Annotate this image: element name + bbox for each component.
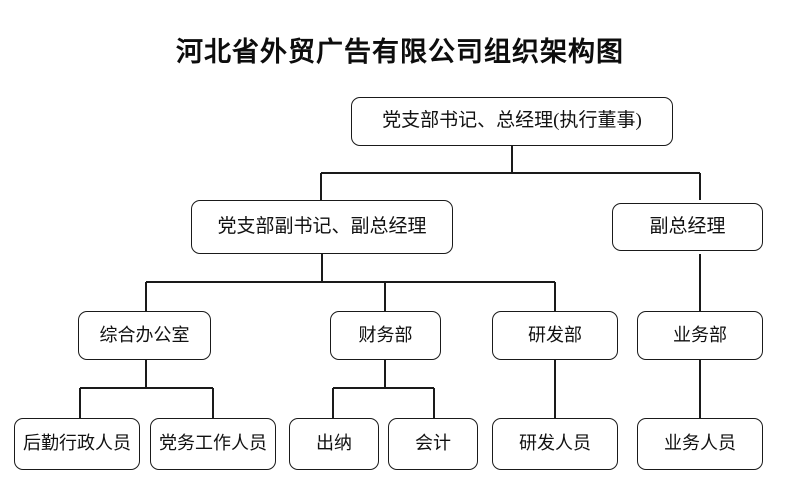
node-deputy-party-secretary[interactable]: 党支部副书记、副总经理 [191, 200, 453, 254]
node-business-staff[interactable]: 业务人员 [637, 418, 763, 470]
node-deputy-general-manager[interactable]: 副总经理 [612, 203, 763, 251]
node-party-affairs-staff[interactable]: 党务工作人员 [150, 418, 276, 470]
node-logistics-admin-staff[interactable]: 后勤行政人员 [14, 418, 140, 470]
node-general-office[interactable]: 综合办公室 [78, 311, 211, 360]
node-accountant[interactable]: 会计 [388, 418, 478, 470]
node-finance-department[interactable]: 财务部 [330, 311, 441, 360]
node-cashier[interactable]: 出纳 [289, 418, 379, 470]
node-rd-department[interactable]: 研发部 [492, 311, 618, 360]
node-business-department[interactable]: 业务部 [637, 311, 763, 360]
page-title: 河北省外贸广告有限公司组织架构图 [176, 37, 624, 67]
node-rd-staff[interactable]: 研发人员 [492, 418, 618, 470]
node-general-manager[interactable]: 党支部书记、总经理(执行董事) [351, 97, 673, 146]
